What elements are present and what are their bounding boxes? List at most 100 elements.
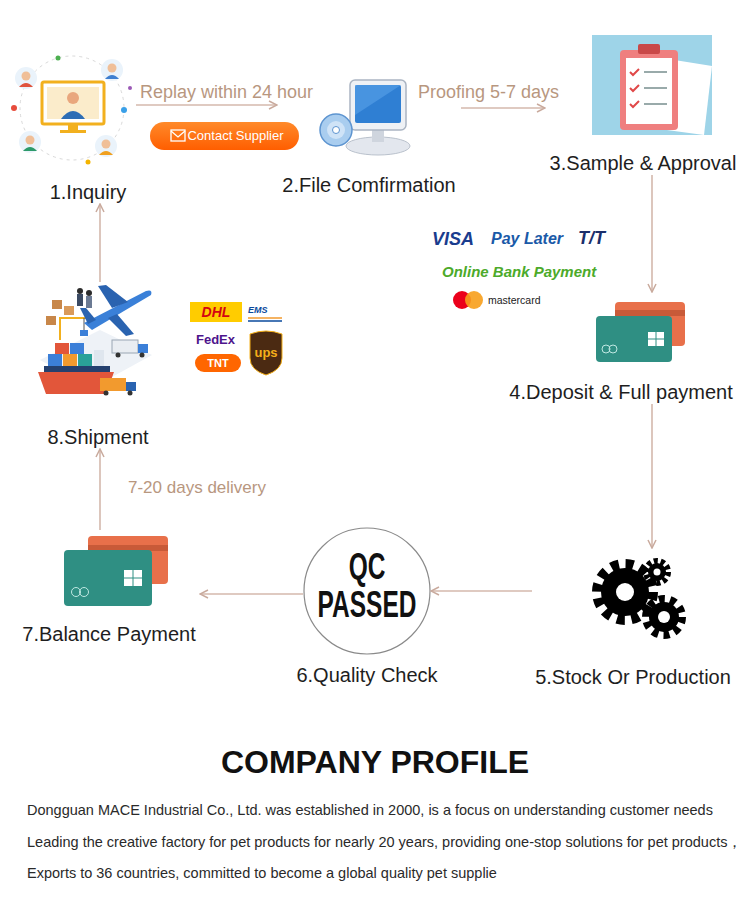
profile-paragraph: Dongguan MACE Industrial Co., Ltd. was e…: [27, 795, 749, 890]
flow-arrow: [99, 449, 101, 530]
payment-logo: T/T: [578, 227, 605, 249]
gear-icon: [658, 611, 670, 623]
gear-icon: [649, 602, 679, 632]
inquiry-icon: [61, 111, 85, 119]
shipping-illustration: [44, 366, 110, 372]
clipboard-icon: [638, 44, 660, 54]
flow-arrow: [431, 590, 532, 592]
flow-arrow: [461, 107, 545, 109]
edge-label: 7-20 days delivery: [128, 477, 266, 499]
shipping-illustration: [63, 354, 77, 366]
card-icon: [648, 332, 664, 346]
shipping-illustration: [48, 354, 62, 366]
edge-label: Proofing 5-7 days: [418, 81, 559, 103]
shipping-illustration: [86, 290, 92, 296]
inquiry-icon: [68, 124, 78, 130]
card-icon: [596, 302, 685, 362]
gear-icon: [601, 568, 649, 616]
qc-stamp-text: QC PASSED: [313, 548, 422, 624]
logo-badge: [248, 317, 282, 319]
inquiry-icon: [102, 140, 111, 149]
clipboard-icon: [644, 103, 667, 105]
step-label: 7.Balance Payment: [22, 622, 195, 646]
card-icon: [64, 536, 168, 606]
shipping-illustration: [116, 353, 121, 358]
shipping-illustration: [104, 391, 109, 396]
shipping-illustration: [108, 314, 134, 336]
process-step: 7.Balance Payment: [18, 530, 200, 646]
step-label: 5.Stock Or Production: [535, 665, 731, 689]
clipboard-icon: [630, 101, 639, 107]
shipping-illustration: [55, 343, 69, 354]
shipping-illustration: [138, 344, 148, 353]
clipboard-icon: [620, 50, 678, 130]
step-label: 1.Inquiry: [50, 180, 127, 204]
inquiry-icon: [121, 107, 127, 113]
envelope-icon: [171, 130, 185, 141]
courier-logo: DHL: [190, 303, 242, 321]
step-label: 6.Quality Check: [273, 663, 461, 687]
logo-badge: [190, 302, 282, 375]
card-icon: [64, 550, 152, 606]
circle-outline: [304, 528, 430, 654]
inquiry-icon: [60, 130, 86, 133]
shipping-illustration: [126, 382, 136, 391]
card-icon: [80, 588, 89, 597]
inquiry-icon: [101, 59, 123, 81]
clipboard-icon: [644, 71, 667, 73]
process-step: 4.Deposit & Full payment: [502, 292, 740, 404]
gear-icon: [646, 599, 682, 635]
inquiry-icon: [67, 92, 79, 104]
payment-logo: Online Bank Payment: [442, 262, 596, 281]
shipping-illustration: [38, 285, 152, 396]
card-icon: [615, 310, 685, 316]
computer-icon: [355, 85, 401, 115]
clipboard-icon: [626, 58, 672, 124]
process-step: 1.Inquiry: [40, 55, 136, 204]
clipboard-icon: [630, 85, 639, 91]
inquiry-icon: [47, 87, 99, 119]
inquiry-icon: [99, 151, 113, 155]
computer-icon: [333, 127, 340, 134]
step-label: 2.File Comfirmation: [282, 173, 455, 197]
shipping-illustration: [77, 288, 83, 294]
shipping-illustration: [78, 354, 92, 366]
computer-icon: [327, 121, 345, 139]
step-label: 3.Sample & Approval: [550, 151, 737, 175]
inquiry-icon: [42, 82, 104, 124]
mastercard-symbol: [453, 291, 483, 309]
clipboard-icon: [644, 87, 667, 89]
shipping-illustration: [64, 306, 74, 315]
mastercard-symbol: [465, 291, 483, 309]
shipping-illustration: [77, 294, 83, 306]
step-label: 4.Deposit & Full payment: [509, 380, 732, 404]
edge-label: Replay within 24 hour: [140, 81, 313, 103]
inquiry-icon: [86, 160, 91, 165]
courier-logo: EMS: [248, 305, 268, 316]
section-title: COMPANY PROFILE: [0, 742, 750, 782]
clipboard-icon: [592, 35, 712, 135]
gear-icon: [597, 561, 682, 635]
clipboard-icon: [592, 35, 712, 135]
envelope-icon: [171, 131, 185, 137]
computer-icon: [350, 80, 406, 130]
logo-badge: [195, 354, 241, 372]
payment-logo: mastercard: [488, 294, 541, 307]
payment-logo: Pay Later: [491, 229, 563, 249]
inquiry-icon: [26, 136, 35, 145]
inquiry-icon: [22, 72, 31, 81]
contact-button: Contact Supplier: [150, 122, 299, 150]
gear-icon: [648, 563, 666, 581]
shipping-illustration: [52, 300, 62, 309]
inquiry-icon: [56, 56, 61, 61]
gear-icon: [654, 569, 661, 576]
shipping-illustration: [80, 308, 96, 324]
shipping-illustration: [80, 330, 88, 336]
process-step: 8.Shipment: [38, 282, 158, 449]
logo-badge: [248, 320, 282, 322]
computer-icon: [320, 114, 352, 146]
shipping-illustration: [86, 296, 92, 308]
